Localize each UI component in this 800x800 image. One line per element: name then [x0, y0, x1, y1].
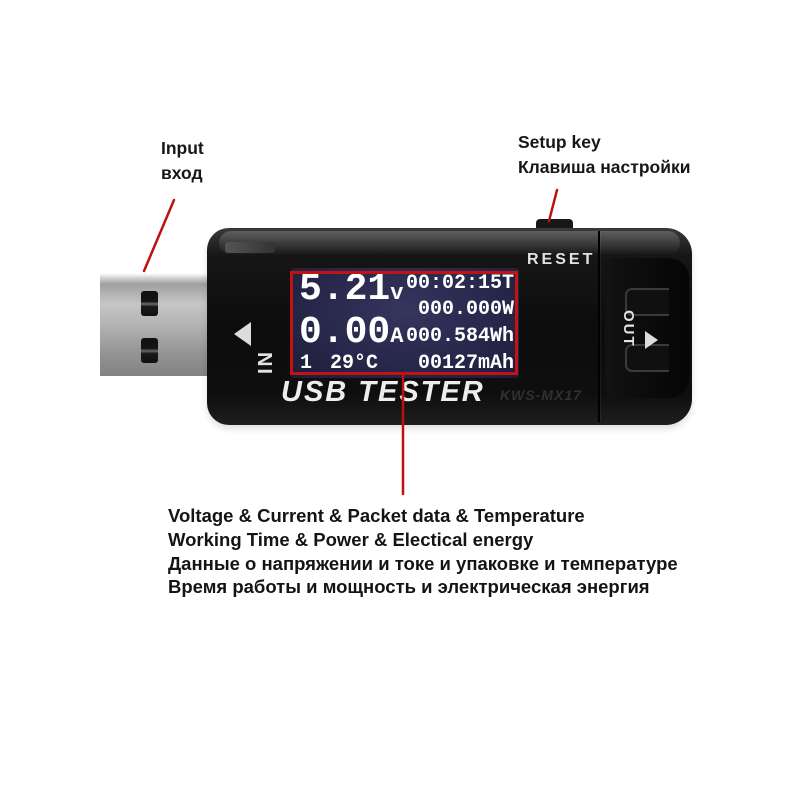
reflection-highlight	[225, 242, 275, 253]
port-contact	[625, 288, 669, 316]
caption-block: Voltage & Current & Packet data & Temper…	[168, 504, 678, 599]
input-label: Input вход	[161, 136, 204, 186]
current-value: 0.00	[299, 311, 391, 354]
lcd-voltage: 5.21v	[299, 271, 403, 309]
out-arrow-icon	[645, 331, 658, 349]
input-label-ru: вход	[161, 163, 203, 183]
setup-key-label: Setup key Клавиша настройки	[518, 130, 691, 180]
lcd-power: 000.000W	[417, 298, 514, 321]
setup-key-label-en: Setup key	[518, 132, 601, 152]
model-text: KWS-MX17	[500, 387, 582, 403]
lcd-energy: 000.584Wh	[405, 325, 514, 348]
input-pointer-line	[142, 198, 176, 273]
usb-plug	[100, 274, 215, 376]
gloss-highlight	[219, 231, 680, 255]
out-label: OUT	[620, 310, 637, 348]
input-label-en: Input	[161, 138, 204, 158]
caption-line: Voltage & Current & Packet data & Temper…	[168, 505, 585, 526]
reset-label: RESET	[527, 251, 596, 268]
usb-out-port	[605, 258, 689, 398]
caption-line: Время работы и мощность и электрическая …	[168, 576, 650, 598]
mode-value: 1	[300, 352, 313, 375]
caption-line: Данные о напряжении и токе и упаковке и …	[168, 552, 678, 574]
brand-text: USB TESTER	[281, 376, 485, 408]
current-unit: A	[390, 324, 404, 349]
in-label: IN	[255, 350, 277, 374]
caption-line: Working Time & Power & Electical energy	[168, 528, 534, 550]
usb-plug-hole	[141, 338, 158, 363]
case-seam	[598, 231, 600, 422]
lcd-capacity: 00127mAh	[417, 352, 514, 375]
in-arrow-icon	[234, 322, 251, 346]
usb-tester-device: IN OUT RESET 5.21v 00:02:15T 000.000W 0.…	[207, 228, 692, 425]
lcd-display: 5.21v 00:02:15T 000.000W 0.00A 000.584Wh…	[291, 268, 519, 378]
setup-pointer-line	[547, 188, 559, 223]
temperature-value: 29°C	[330, 352, 379, 375]
lcd-mode-temp: 1 29°C	[300, 354, 378, 374]
lcd-current: 0.00A	[299, 314, 403, 352]
voltage-unit: v	[390, 281, 404, 306]
lcd-time: 00:02:15T	[405, 272, 514, 295]
display-highlight-box	[290, 271, 518, 375]
setup-key-label-ru: Клавиша настройки	[518, 157, 691, 177]
voltage-value: 5.21	[299, 268, 391, 311]
usb-plug-hole	[141, 291, 158, 316]
